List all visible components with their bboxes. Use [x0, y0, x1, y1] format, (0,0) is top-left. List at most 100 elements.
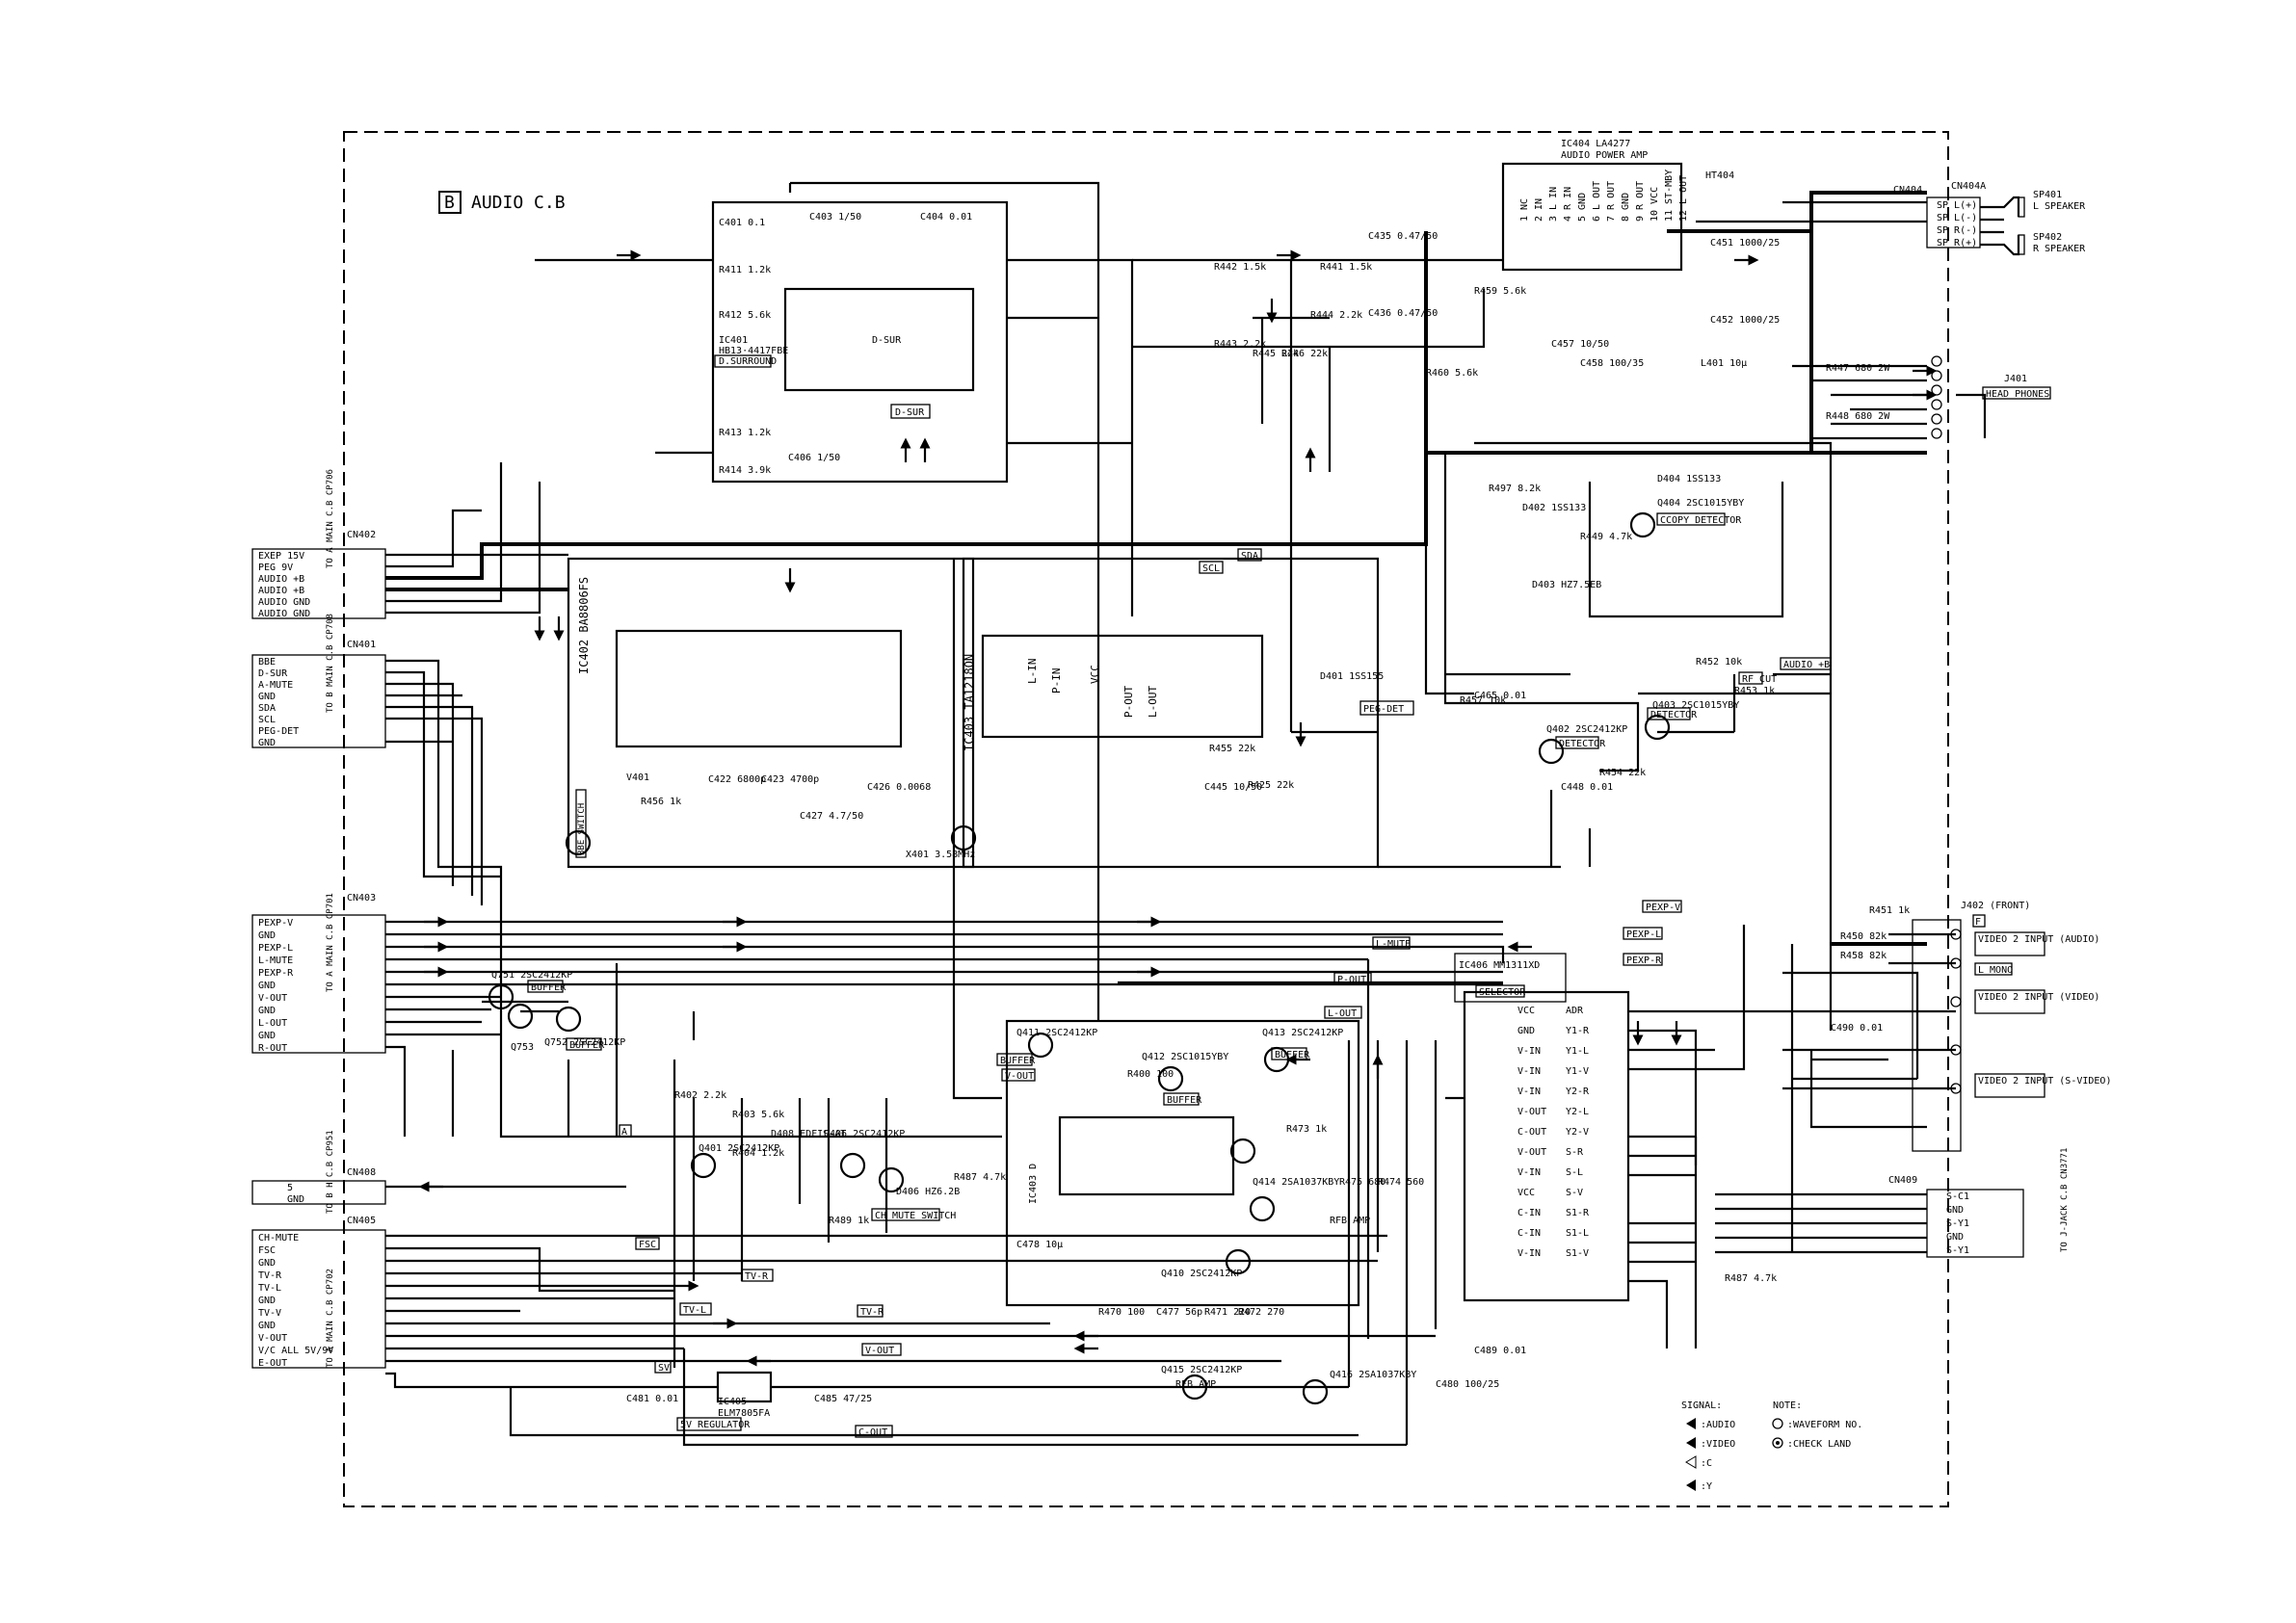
svg-text:V-OUT: V-OUT	[1517, 1107, 1546, 1117]
svg-text:AUDIO POWER AMP: AUDIO POWER AMP	[1561, 150, 1648, 161]
svg-text:TO J-JACK C.B CN3771: TO J-JACK C.B CN3771	[2060, 1148, 2070, 1252]
svg-text:C445 10/50: C445 10/50	[1204, 782, 1262, 793]
svg-text:VCC: VCC	[1517, 1006, 1535, 1016]
svg-text:R450 82k: R450 82k	[1840, 931, 1887, 942]
svg-text:11 ST-MBY: 11 ST-MBY	[1664, 170, 1675, 222]
svg-text:PEXP-R: PEXP-R	[258, 968, 294, 979]
svg-text:AUDIO +B: AUDIO +B	[258, 574, 304, 585]
svg-text:CN404: CN404	[1893, 185, 1922, 196]
svg-text:HEAD PHONES: HEAD PHONES	[1986, 389, 2049, 400]
svg-text:C452 1000/25: C452 1000/25	[1710, 315, 1780, 326]
svg-text:IC403 TA1218ON: IC403 TA1218ON	[963, 654, 976, 751]
svg-text:C485 47/25: C485 47/25	[814, 1394, 872, 1404]
svg-text:C451 1000/25: C451 1000/25	[1710, 238, 1780, 249]
svg-text:PEG 9V: PEG 9V	[258, 563, 293, 573]
svg-text:VIDEO 2 INPUT (AUDIO): VIDEO 2 INPUT (AUDIO)	[1978, 934, 2099, 945]
svg-text:R454 22k: R454 22k	[1599, 768, 1646, 778]
svg-text:L401 10μ: L401 10μ	[1701, 358, 1747, 369]
svg-text:R474 560: R474 560	[1378, 1177, 1424, 1188]
svg-text:SP R(-): SP R(-)	[1937, 225, 1977, 236]
svg-text:C448 0.01: C448 0.01	[1561, 782, 1613, 793]
svg-text:P-IN: P-IN	[1050, 668, 1063, 694]
svg-text:S-Y1: S-Y1	[1946, 1218, 1969, 1229]
svg-text:DETECTOR: DETECTOR	[1650, 710, 1698, 720]
svg-text:PEG-DET: PEG-DET	[1363, 704, 1404, 715]
cn401: TO B MAIN C.B CP708 CN401 BBE D-SUR A-MU…	[251, 614, 386, 748]
svg-text:A-MUTE: A-MUTE	[258, 680, 293, 691]
svg-text:RFB AMP: RFB AMP	[1175, 1379, 1216, 1390]
svg-text:4 R IN: 4 R IN	[1563, 187, 1573, 222]
svg-text:GND: GND	[258, 930, 276, 941]
svg-text:R451 1k: R451 1k	[1869, 905, 1910, 916]
svg-text:R402 2.2k: R402 2.2k	[674, 1090, 726, 1101]
svg-text:IC404 LA4277: IC404 LA4277	[1561, 139, 1630, 149]
svg-text:V-OUT: V-OUT	[1005, 1071, 1034, 1082]
svg-text:SCL: SCL	[1202, 563, 1220, 574]
svg-text:R459 5.6k: R459 5.6k	[1474, 286, 1526, 297]
svg-text:D-SUR: D-SUR	[895, 407, 925, 418]
svg-text:C406 1/50: C406 1/50	[788, 453, 840, 463]
svg-text:R471 220: R471 220	[1204, 1307, 1251, 1318]
svg-text:BBE SWITCH: BBE SWITCH	[577, 803, 587, 855]
signal-labels: L-MUTE P-OUT L-OUT PEXP-V PEXP-L PEXP-R …	[619, 657, 1832, 1438]
svg-text:Y2-L: Y2-L	[1566, 1107, 1589, 1117]
svg-text:C-IN: C-IN	[1517, 1228, 1541, 1239]
svg-text:D401 1SS155: D401 1SS155	[1320, 671, 1384, 682]
svg-text:GND: GND	[258, 738, 276, 748]
cn409: CN409 TO J-JACK C.B CN3771 S-C1 GND S-Y1…	[1888, 1148, 2070, 1258]
svg-text:C478 10μ: C478 10μ	[1016, 1240, 1063, 1250]
svg-text:C401 0.1: C401 0.1	[719, 218, 765, 228]
svg-text:BUFFER: BUFFER	[569, 1040, 605, 1051]
svg-text:PEXP-L: PEXP-L	[258, 943, 293, 954]
svg-text:DETECTOR: DETECTOR	[1559, 739, 1606, 749]
svg-text:R403 5.6k: R403 5.6k	[732, 1110, 784, 1120]
svg-text:GND: GND	[258, 692, 276, 702]
legend: SIGNAL: NOTE: :AUDIO :VIDEO :C :Y :WAVEF…	[1681, 1400, 1862, 1492]
ic404-block: IC404 LA4277 AUDIO POWER AMP HT404 1 NC …	[1426, 139, 1780, 379]
svg-text:C427 4.7/50: C427 4.7/50	[800, 811, 863, 822]
svg-text:V-OUT: V-OUT	[258, 1333, 287, 1344]
svg-text:9 R OUT: 9 R OUT	[1635, 181, 1646, 222]
svg-text:C489 0.01: C489 0.01	[1474, 1346, 1526, 1356]
svg-text:IC403 D: IC403 D	[1028, 1164, 1039, 1204]
svg-text:ELM7805FA: ELM7805FA	[718, 1408, 770, 1419]
svg-text:V/C ALL 5V/9V: V/C ALL 5V/9V	[258, 1346, 333, 1356]
svg-text:V-OUT: V-OUT	[258, 993, 287, 1004]
svg-text:Y1-R: Y1-R	[1566, 1026, 1590, 1036]
svg-text:CN403: CN403	[347, 893, 376, 903]
svg-text:R412 5.6k: R412 5.6k	[719, 310, 771, 321]
svg-text:Q416 2SA1037KBY: Q416 2SA1037KBY	[1330, 1370, 1416, 1380]
svg-text:GND: GND	[258, 1258, 276, 1269]
svg-text:R411 1.2k: R411 1.2k	[719, 265, 771, 275]
svg-text:EXEP 15V: EXEP 15V	[258, 551, 304, 562]
svg-text:V-IN: V-IN	[1517, 1086, 1541, 1097]
svg-text:C457 10/50: C457 10/50	[1551, 339, 1609, 350]
svg-text:TV-L: TV-L	[258, 1283, 281, 1294]
svg-text:VIDEO 2 INPUT (VIDEO): VIDEO 2 INPUT (VIDEO)	[1978, 992, 2099, 1003]
svg-text:Q415 2SC2412KP: Q415 2SC2412KP	[1161, 1365, 1242, 1375]
svg-text:TO A MAIN C.B CP702: TO A MAIN C.B CP702	[326, 1269, 335, 1368]
svg-text:R456 1k: R456 1k	[641, 797, 681, 807]
svg-text:RF CUT: RF CUT	[1742, 674, 1777, 685]
svg-text:C-OUT: C-OUT	[858, 1427, 887, 1438]
svg-text:AUDIO +B: AUDIO +B	[258, 586, 304, 596]
svg-text:CH-MUTE: CH-MUTE	[258, 1233, 299, 1243]
svg-text:GND: GND	[1517, 1026, 1535, 1036]
svg-text:D408 EDFIS-AT: D408 EDFIS-AT	[771, 1129, 846, 1139]
svg-text:R404 1.2k: R404 1.2k	[732, 1148, 784, 1159]
svg-text:CH MUTE SWITCH: CH MUTE SWITCH	[875, 1211, 956, 1221]
svg-text:R489 1k: R489 1k	[829, 1216, 869, 1226]
svg-text:C480 100/25: C480 100/25	[1436, 1379, 1499, 1390]
svg-text:D406 HZ6.2B: D406 HZ6.2B	[896, 1187, 960, 1197]
svg-text:GND: GND	[1946, 1232, 1964, 1243]
svg-text:D404 1SS133: D404 1SS133	[1657, 474, 1721, 484]
svg-text:J402 (FRONT): J402 (FRONT)	[1961, 901, 2030, 911]
svg-text:Y1-V: Y1-V	[1566, 1066, 1589, 1077]
svg-text:V401: V401	[626, 772, 649, 783]
svg-text:5 GND: 5 GND	[1577, 193, 1588, 222]
svg-text:R400 100: R400 100	[1127, 1069, 1174, 1080]
svg-text:GND: GND	[258, 1321, 276, 1331]
svg-text:NOTE:: NOTE:	[1773, 1400, 1802, 1411]
svg-text:PEXP-L: PEXP-L	[1626, 929, 1661, 940]
svg-text:R458 82k: R458 82k	[1840, 951, 1887, 961]
